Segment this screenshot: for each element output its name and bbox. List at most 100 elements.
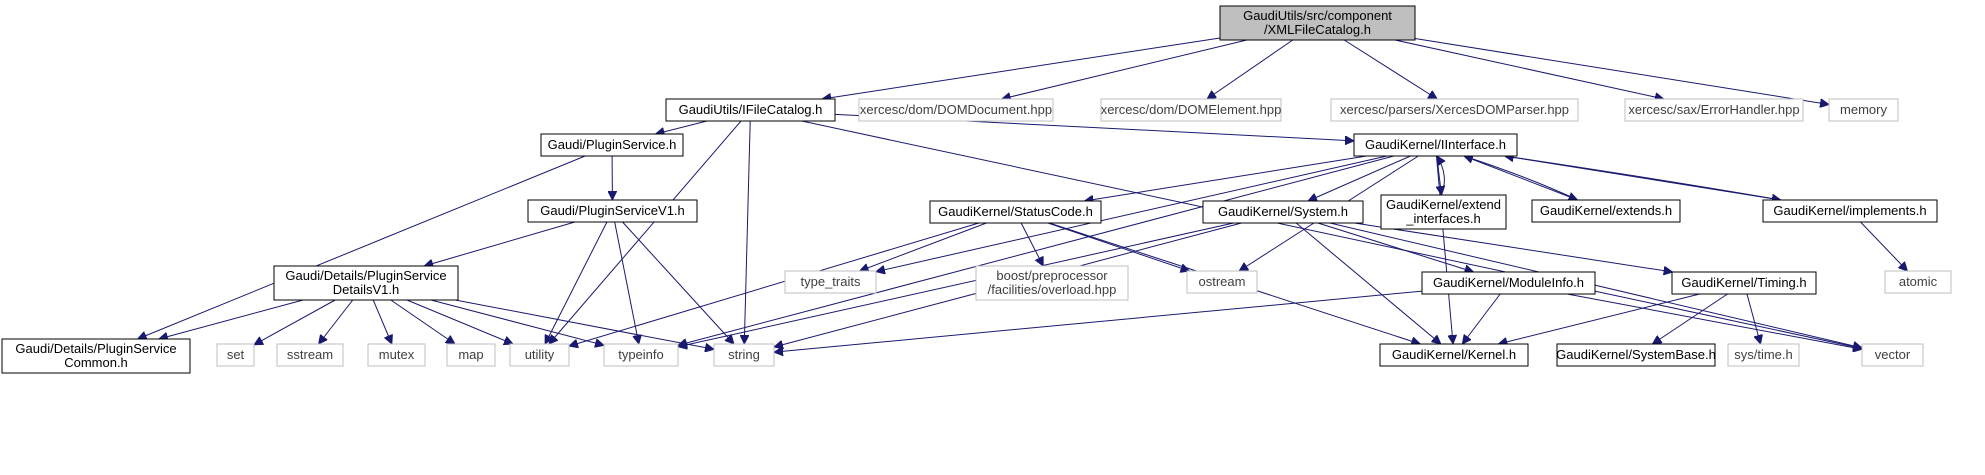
node-iinterface[interactable]: GaudiKernel/IInterface.h [1353, 133, 1518, 157]
node-root[interactable]: GaudiUtils/src/component/XMLFileCatalog.… [1219, 5, 1416, 41]
node-typeinfo-box [603, 343, 679, 367]
node-kernel[interactable]: GaudiKernel/Kernel.h [1379, 343, 1529, 367]
node-implements[interactable]: GaudiKernel/implements.h [1762, 199, 1938, 223]
node-xercesdomparser-label-line-0: xercesc/parsers/XercesDOMParser.hpp [1340, 102, 1569, 117]
edge-detailsv1-to-utility [406, 299, 513, 344]
edge-statuscode-to-overload [1020, 222, 1043, 266]
node-pluginservice-label-line-0: Gaudi/PluginService.h [548, 137, 677, 152]
edge-statuscode-to-ostream [1047, 222, 1190, 271]
node-statuscode[interactable]: GaudiKernel/StatusCode.h [929, 200, 1102, 224]
node-utility-box [509, 343, 570, 367]
edge-ifilecatalog-to-pluginservice [656, 120, 708, 134]
edge-implements-to-iinterface [1505, 156, 1782, 201]
node-set-label-line-0: set [227, 347, 245, 362]
node-sstream-box [276, 343, 344, 367]
node-moduleinfo-label-line-0: GaudiKernel/ModuleInfo.h [1433, 275, 1584, 290]
edge-pluginservicev1-to-typeinfo [614, 221, 639, 344]
node-extend_interfaces-label-line-0: GaudiKernel/extend [1386, 197, 1501, 212]
edge-system-to-kernel [1295, 222, 1441, 344]
node-errorhandler-label-line-0: xercesc/sax/ErrorHandler.hpp [1628, 102, 1799, 117]
node-overload-box [975, 265, 1129, 301]
node-timing[interactable]: GaudiKernel/Timing.h [1671, 271, 1817, 295]
node-extends-label-line-0: GaudiKernel/extends.h [1540, 203, 1672, 218]
node-systime-label-line-0: sys/time.h [1734, 347, 1793, 362]
node-extends[interactable]: GaudiKernel/extends.h [1531, 199, 1681, 223]
node-systembase[interactable]: GaudiKernel/SystemBase.h [1556, 343, 1716, 367]
node-domdocument: xercesc/dom/DOMDocument.hpp [858, 98, 1054, 122]
edge-iinterface-to-extends [1463, 155, 1578, 200]
node-timing-label-line-0: GaudiKernel/Timing.h [1681, 275, 1806, 290]
node-moduleinfo-box [1421, 271, 1596, 295]
node-iinterface-label-line-0: GaudiKernel/IInterface.h [1365, 137, 1506, 152]
edge-detailsv1-to-set [254, 299, 336, 345]
edge-ifilecatalog-to-string [744, 120, 751, 344]
node-extend_interfaces[interactable]: GaudiKernel/extend_interfaces.h [1380, 194, 1507, 230]
edge-moduleinfo-to-kernel [1462, 293, 1501, 344]
node-common-box [1, 338, 191, 374]
edge-pluginservicev1-to-detailsv1 [424, 221, 575, 266]
node-xercesdomparser-box [1330, 98, 1579, 122]
node-layer: GaudiUtils/src/component/XMLFileCatalog.… [1, 5, 1952, 374]
node-set: set [216, 343, 255, 367]
edge-root-to-memory [1414, 38, 1829, 105]
node-sstream: sstream [276, 343, 344, 367]
node-set-box [216, 343, 255, 367]
node-memory: memory [1828, 98, 1899, 122]
edge-iinterface-to-typeinfo [678, 155, 1395, 345]
edge-root-to-domdocument [1002, 39, 1247, 99]
edge-root-to-domelement [1207, 39, 1294, 99]
node-memory-box [1828, 98, 1899, 122]
edge-pluginservicev1-to-utility [545, 221, 608, 344]
node-domdocument-label-line-0: xercesc/dom/DOMDocument.hpp [860, 102, 1052, 117]
node-errorhandler: xercesc/sax/ErrorHandler.hpp [1624, 98, 1804, 122]
edge-moduleinfo-to-string [774, 290, 1423, 352]
edge-pluginservice-to-common [138, 155, 586, 339]
node-pluginservicev1-box [527, 199, 698, 223]
node-statuscode-label-line-0: GaudiKernel/StatusCode.h [938, 204, 1093, 219]
node-mutex-label-line-0: mutex [379, 347, 415, 362]
node-timing-box [1671, 271, 1817, 295]
node-pluginservicev1-label-line-0: Gaudi/PluginServiceV1.h [540, 203, 685, 218]
node-domelement-label-line-0: xercesc/dom/DOMElement.hpp [1101, 102, 1282, 117]
node-kernel-label-line-0: GaudiKernel/Kernel.h [1392, 347, 1516, 362]
node-atomic-label-line-0: atomic [1899, 274, 1938, 289]
node-implements-label-line-0: GaudiKernel/implements.h [1773, 203, 1926, 218]
edge-detailsv1-to-mutex [372, 299, 392, 344]
edge-implements-to-atomic [1860, 221, 1908, 271]
node-ifilecatalog[interactable]: GaudiUtils/IFileCatalog.h [665, 98, 836, 122]
node-moduleinfo[interactable]: GaudiKernel/ModuleInfo.h [1421, 271, 1596, 295]
node-mutex-box [367, 343, 426, 367]
node-mutex: mutex [367, 343, 426, 367]
node-map-box [446, 343, 496, 367]
edge-ifilecatalog-to-utility [549, 120, 742, 344]
node-pluginservice[interactable]: Gaudi/PluginService.h [540, 133, 684, 157]
node-system[interactable]: GaudiKernel/System.h [1202, 200, 1364, 224]
node-system-label-line-0: GaudiKernel/System.h [1218, 204, 1348, 219]
node-extend_interfaces-label-line-1: _interfaces.h [1405, 211, 1480, 226]
node-atomic: atomic [1884, 270, 1952, 294]
edge-extends-to-iinterface [1464, 156, 1578, 201]
edge-system-to-timing [1354, 222, 1672, 272]
edge-pluginservicev1-to-string [622, 221, 734, 344]
node-domelement: xercesc/dom/DOMElement.hpp [1100, 98, 1282, 122]
node-pluginservicev1[interactable]: Gaudi/PluginServiceV1.h [527, 199, 698, 223]
node-systembase-box [1556, 343, 1716, 367]
node-domelement-box [1100, 98, 1282, 122]
edge-timing-to-systembase [1653, 293, 1728, 344]
node-root-label-line-0: GaudiUtils/src/component [1243, 8, 1392, 23]
node-common-label-line-1: Common.h [64, 355, 128, 370]
node-overload-label-line-1: /facilities/overload.hpp [988, 282, 1117, 297]
node-system-box [1202, 200, 1364, 224]
node-systime-box [1727, 343, 1800, 367]
edge-root-to-errorhandler [1394, 39, 1664, 99]
node-sstream-label-line-0: sstream [287, 347, 333, 362]
edge-detailsv1-to-common [159, 299, 304, 339]
node-type_traits-box [784, 270, 877, 294]
node-vector-box [1861, 343, 1924, 367]
node-ifilecatalog-box [665, 98, 836, 122]
node-systembase-label-line-0: GaudiKernel/SystemBase.h [1556, 347, 1716, 362]
edge-iinterface-to-system [1308, 155, 1411, 201]
node-typeinfo: typeinfo [603, 343, 679, 367]
